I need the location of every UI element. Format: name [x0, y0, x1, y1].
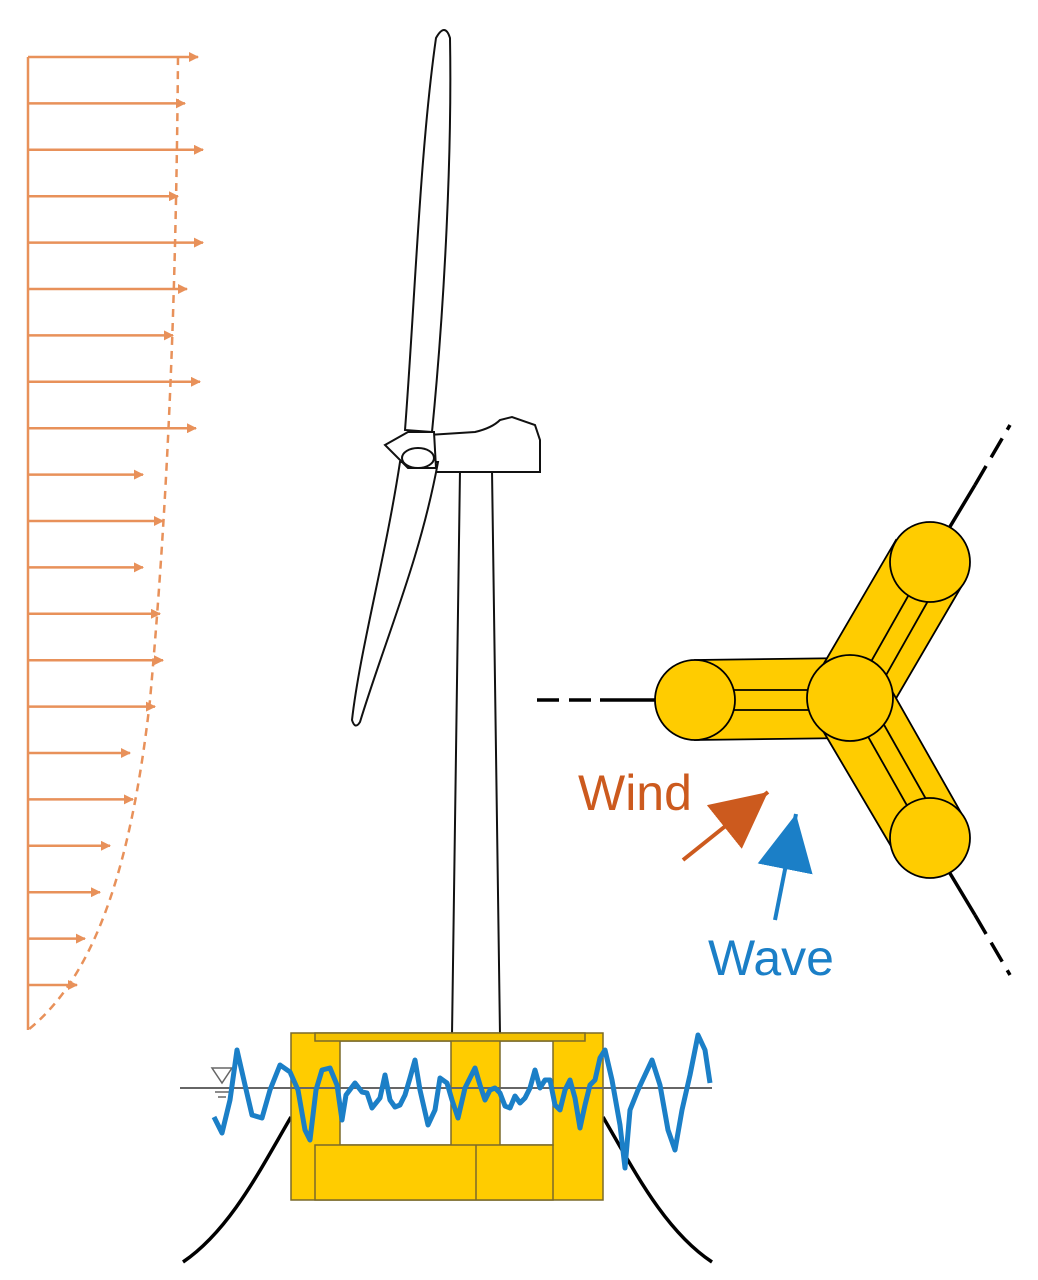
platform-top-view	[537, 424, 1012, 976]
blade-lower	[350, 461, 440, 727]
column-lower	[889, 797, 971, 879]
blade-upper	[403, 29, 452, 434]
wind-direction-arrow-icon	[681, 790, 770, 862]
column-center	[806, 654, 894, 742]
wave-label: Wave	[708, 930, 834, 986]
wave-direction-arrow-icon	[757, 813, 813, 921]
mooring-line-left	[182, 1116, 293, 1264]
water-level-symbol-icon	[210, 1067, 234, 1098]
tower	[450, 469, 502, 1036]
column-upper	[889, 521, 971, 603]
wind-label: Wind	[578, 765, 692, 821]
profile-envelope	[27, 56, 180, 1031]
column-left	[654, 659, 736, 741]
wind-speed-profile	[26, 52, 204, 1031]
nacelle	[426, 415, 541, 473]
mooring-line-right	[601, 1116, 713, 1264]
hub-ring	[401, 447, 435, 469]
wind-turbine	[350, 29, 541, 1036]
wave-elevation-signal	[211, 1032, 713, 1171]
floating-platform	[290, 1032, 604, 1201]
